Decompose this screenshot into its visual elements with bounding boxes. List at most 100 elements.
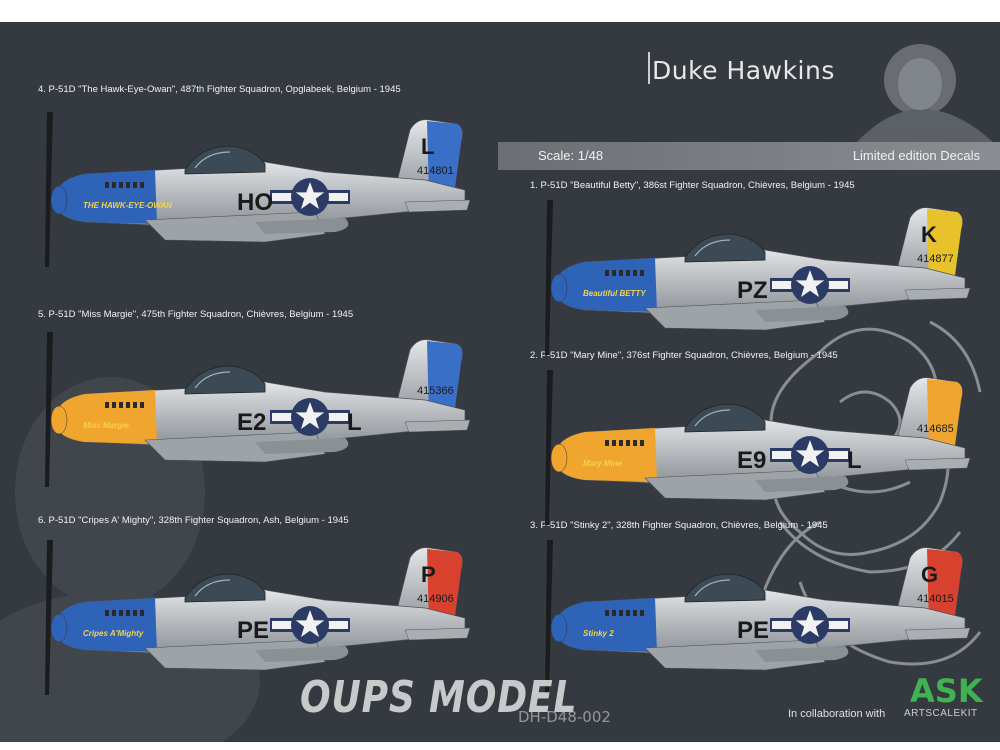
national-insignia <box>270 178 350 216</box>
nose-color <box>555 598 657 652</box>
belly-scoop <box>255 438 349 454</box>
tailplane <box>904 627 971 641</box>
tail-color-band <box>427 341 463 422</box>
nose-art-name: Mary Mine <box>583 459 623 468</box>
insignia-star <box>295 402 325 429</box>
product-code: DH-D48-002 <box>518 708 611 726</box>
exhaust-stub <box>112 610 116 616</box>
tail-color-band <box>427 549 463 630</box>
national-insignia <box>270 606 350 644</box>
spinner <box>550 443 568 473</box>
exhaust-stub <box>119 182 123 188</box>
tailplane <box>904 287 971 301</box>
propeller-blade <box>45 112 53 267</box>
nose-art-name: THE HAWK-EYE-OWAN <box>83 201 172 210</box>
squadron-code-left: PZ <box>737 277 768 304</box>
collab-label: In collaboration with <box>788 708 886 720</box>
edition-label: Limited edition Decals <box>852 148 980 163</box>
exhaust-stub <box>619 440 623 446</box>
propeller-blade <box>45 332 53 487</box>
squadron-code-right: L <box>847 447 862 474</box>
exhaust-stub <box>612 610 616 616</box>
tail-serial: 414685 <box>917 423 954 435</box>
canopy <box>684 233 766 263</box>
brand-title: Duke Hawkins <box>652 56 835 85</box>
canopy-highlight <box>194 371 231 389</box>
tail-color-band <box>927 549 963 630</box>
exhaust-stub <box>126 182 130 188</box>
scale-band: Scale: 1/48 Limited edition Decals <box>498 142 1000 170</box>
exhaust-stub <box>605 270 609 276</box>
tail-color-band <box>927 379 963 460</box>
squadron-code-left: E9 <box>737 447 766 474</box>
insignia-star <box>295 182 325 209</box>
tailplane <box>404 419 471 433</box>
spinner <box>50 613 68 643</box>
pilot-portrait <box>855 44 995 144</box>
exhaust-stub <box>133 182 137 188</box>
exhaust-stub <box>112 402 116 408</box>
national-insignia <box>770 436 850 474</box>
exhaust-stub <box>640 440 644 446</box>
exhaust-stub <box>119 610 123 616</box>
exhaust-stub <box>612 440 616 446</box>
propeller-blade <box>545 200 553 355</box>
nose-art-name: Miss Margie <box>83 421 129 430</box>
belly-scoop <box>755 476 849 492</box>
shop-watermark: OUPS MODEL <box>300 672 578 723</box>
belly-scoop <box>755 306 849 322</box>
exhaust-stub <box>105 402 109 408</box>
exhaust-stub <box>633 270 637 276</box>
canopy-highlight <box>194 579 231 597</box>
tail-serial: 414877 <box>917 253 954 265</box>
scale-label: Scale: 1/48 <box>538 148 604 163</box>
tail-serial: 414015 <box>917 593 954 605</box>
partner-logo: ASK <box>910 672 983 710</box>
exhaust-stub <box>619 270 623 276</box>
tail-serial: 414906 <box>417 593 454 605</box>
nose-art-name: Beautiful BETTY <box>583 289 646 298</box>
spinner <box>50 405 68 435</box>
caption-aircraft-1: 1. P-51D "Beautiful Betty", 386st Fighte… <box>530 180 855 191</box>
canopy <box>184 145 266 175</box>
tail-letter: L <box>421 134 434 159</box>
caption-aircraft-2: 2. P-51D "Mary Mine", 376st Fighter Squa… <box>530 350 838 361</box>
exhaust-stub <box>126 402 130 408</box>
tail-letter: P <box>421 562 436 587</box>
exhaust-stub <box>140 610 144 616</box>
tail-color-band <box>927 209 963 290</box>
partner-subtitle: ARTSCALEKIT <box>904 708 978 719</box>
canopy <box>684 573 766 603</box>
exhaust-stub <box>640 610 644 616</box>
nose-color <box>55 390 157 444</box>
brand-divider <box>648 52 650 84</box>
tail-serial: 414801 <box>417 165 454 177</box>
insignia-star <box>295 610 325 637</box>
tailplane <box>904 457 971 471</box>
nose-color <box>555 258 657 312</box>
nose-color <box>555 428 657 482</box>
insignia-star <box>795 440 825 467</box>
decal-sheet: Duke Hawkins Scale: 1/48 Limited edition… <box>0 22 1000 742</box>
wing <box>644 469 826 501</box>
national-insignia <box>770 606 850 644</box>
tail-serial: 415366 <box>417 385 454 397</box>
wing <box>144 211 326 243</box>
belly-scoop <box>255 218 349 234</box>
squadron-code-left: E2 <box>237 409 266 436</box>
canopy-highlight <box>694 409 731 427</box>
exhaust-stub <box>633 440 637 446</box>
national-insignia <box>770 266 850 304</box>
tail-color-band <box>427 121 463 202</box>
exhaust-stub <box>105 182 109 188</box>
squadron-code-left: HO <box>237 189 273 216</box>
spinner <box>550 613 568 643</box>
exhaust-stub <box>126 610 130 616</box>
canopy-highlight <box>694 579 731 597</box>
